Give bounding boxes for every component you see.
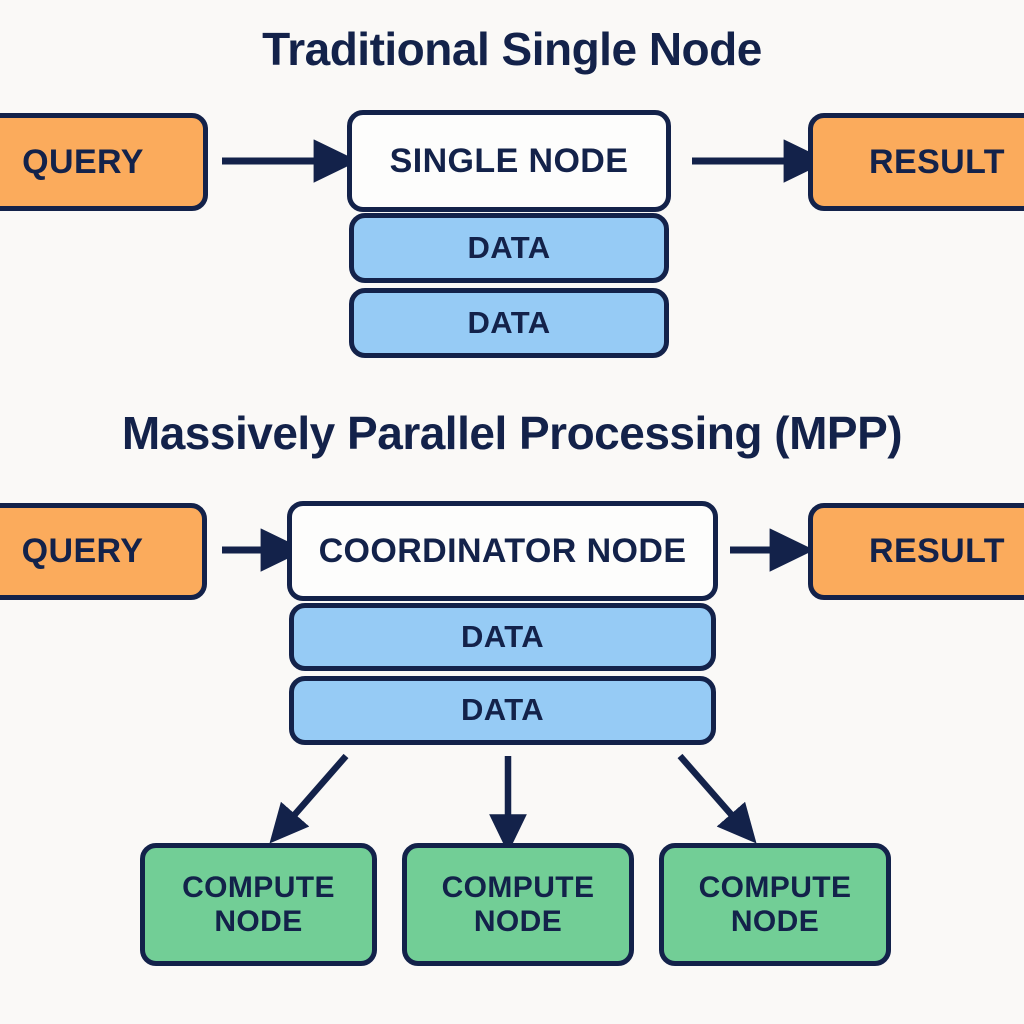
arrow-single-node-to-result (692, 139, 829, 183)
result-box-mpp[interactable]: RESULT (808, 503, 1024, 600)
single-node-box[interactable]: SINGLE NODE (347, 110, 671, 212)
compute-node-1-line2: NODE (214, 904, 303, 938)
data-box-mpp-2[interactable]: DATA (289, 676, 716, 745)
section-title-mpp: Massively Parallel Processing (MPP) (121, 407, 903, 459)
coordinator-node-box[interactable]: COORDINATOR NODE (287, 501, 718, 601)
compute-node-box-2[interactable]: COMPUTE NODE (402, 843, 634, 966)
compute-node-1-line1: COMPUTE (182, 870, 335, 904)
section-title-traditional: Traditional Single Node (262, 23, 762, 75)
compute-node-3-line2: NODE (730, 904, 820, 938)
compute-node-box-1[interactable]: COMPUTE NODE (140, 843, 377, 966)
arrows-coordinator-to-compute-nodes (269, 753, 757, 854)
query-box-traditional[interactable]: QUERY (0, 113, 208, 211)
arrow-query-to-coordinator (222, 528, 306, 572)
compute-node-box-3[interactable]: COMPUTE NODE (659, 843, 891, 966)
data-box-mpp-1[interactable]: DATA (289, 603, 716, 671)
compute-node-3-line1: COMPUTE (698, 870, 852, 904)
result-box-traditional[interactable]: RESULT (808, 113, 1024, 211)
arrow-to-compute-node-1 (269, 753, 349, 844)
arrow-to-compute-node-3 (677, 753, 757, 844)
compute-node-2-line1: COMPUTE (441, 870, 595, 904)
data-box-traditional-1[interactable]: DATA (349, 213, 669, 283)
query-box-mpp[interactable]: QUERY (0, 503, 207, 600)
compute-node-2-line2: NODE (473, 904, 563, 938)
data-box-traditional-2[interactable]: DATA (349, 288, 669, 358)
arrow-query-to-single-node (222, 139, 359, 183)
arrow-coordinator-to-result (730, 528, 815, 572)
